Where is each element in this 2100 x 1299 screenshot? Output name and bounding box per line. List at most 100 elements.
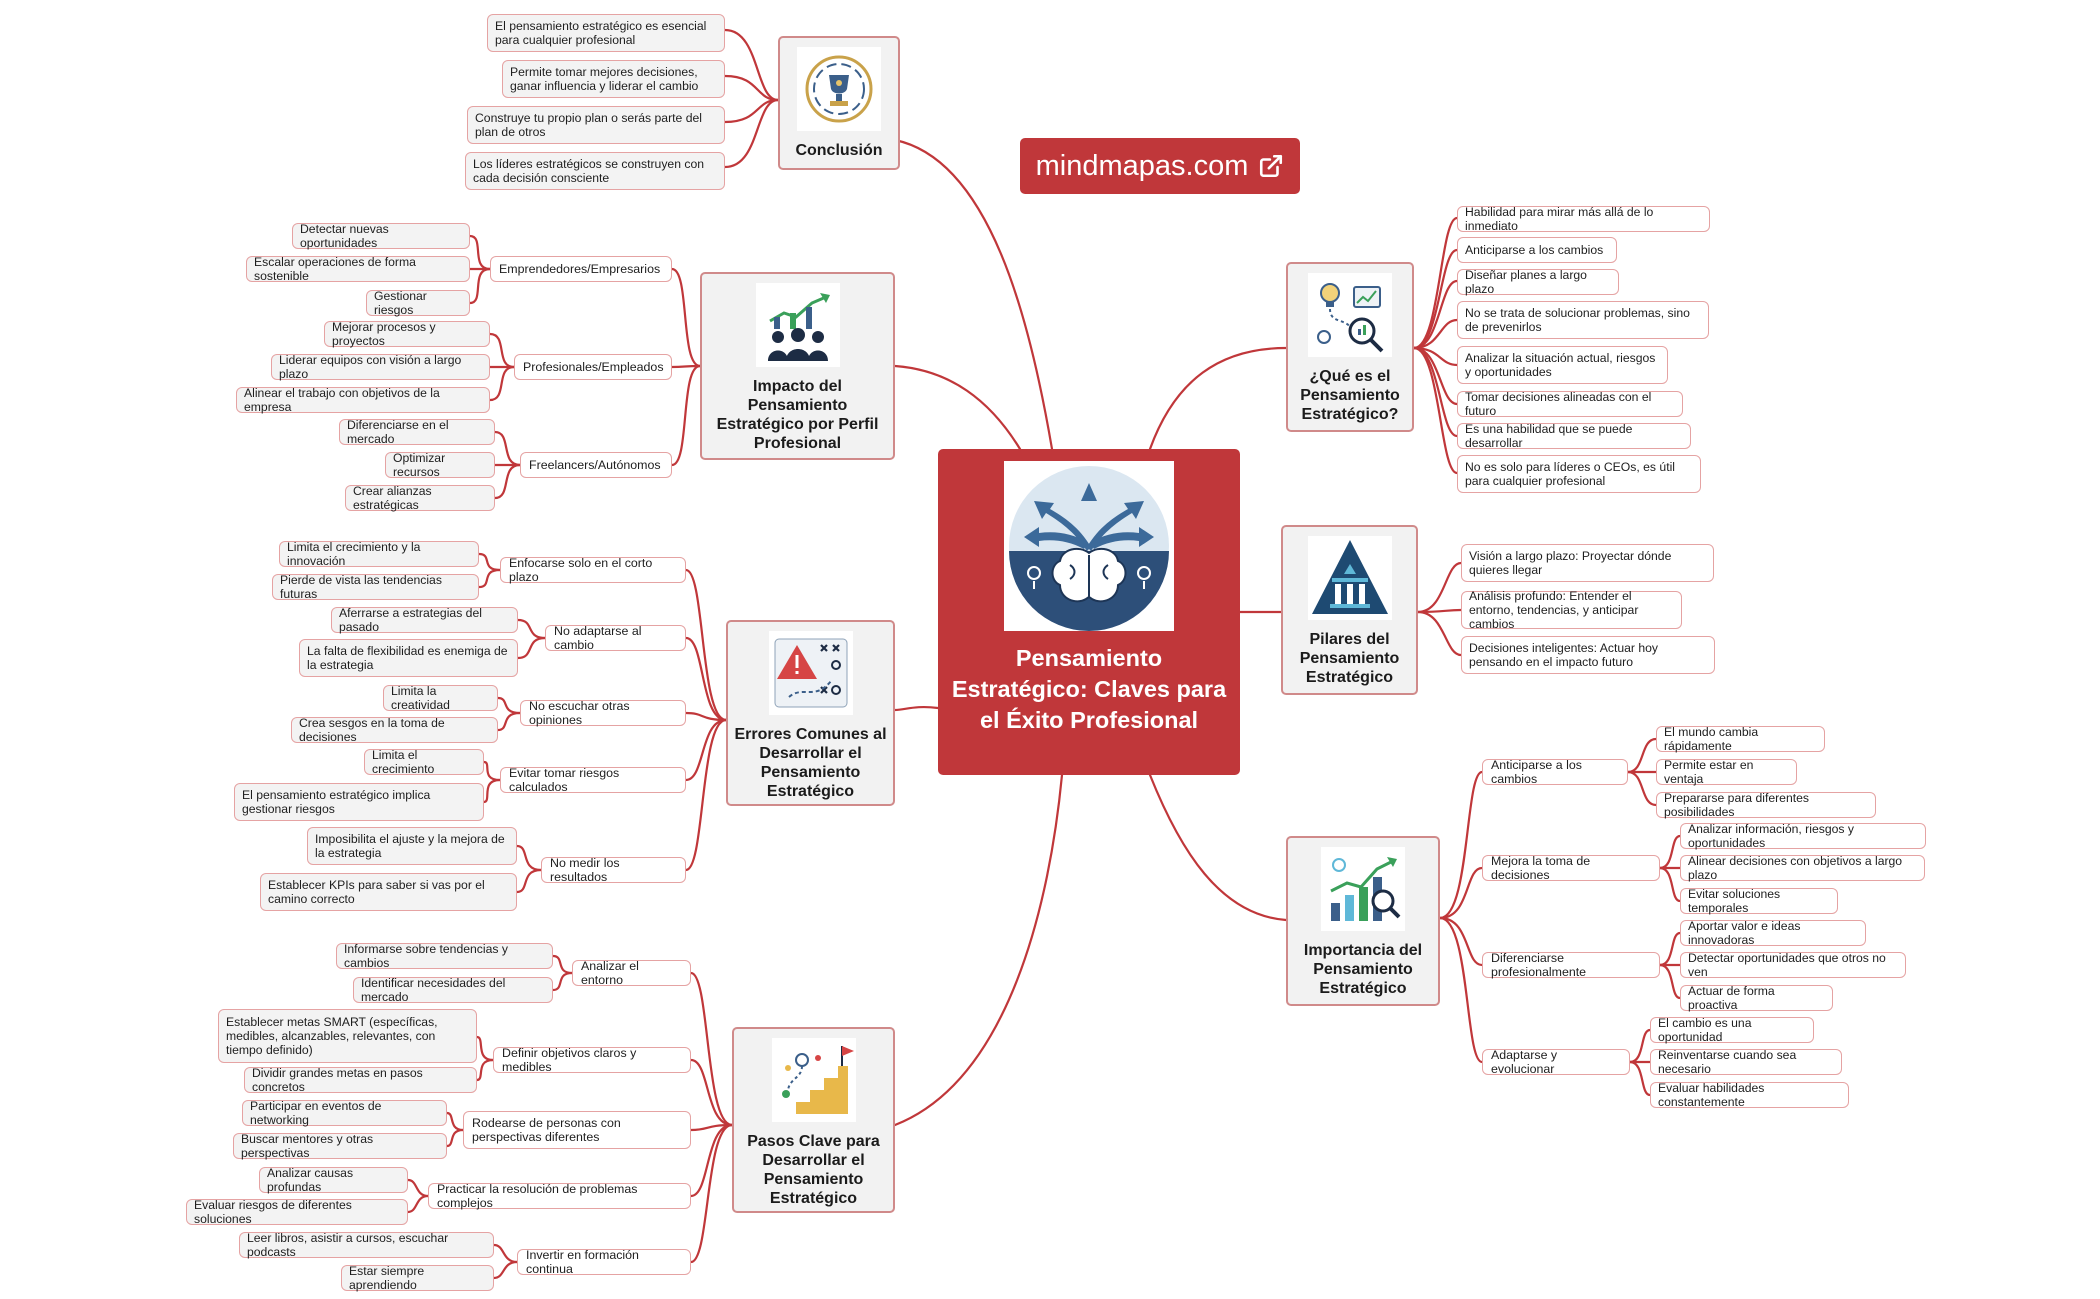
list-item[interactable]: Establecer metas SMART (específicas, med… [218,1009,477,1063]
list-item[interactable]: Informarse sobre tendencias y cambios [336,942,553,970]
node-title: Impacto del Pensamiento Estratégico por … [716,378,879,452]
node-importancia[interactable]: Importancia del Pensamiento Estratégico [1286,836,1440,1006]
list-item[interactable]: Evaluar riesgos de diferentes soluciones [186,1198,408,1226]
list-item[interactable]: Gestionar riesgos [366,289,470,317]
trophy-cycle-icon [797,47,881,131]
list-item[interactable]: Analizar la situación actual, riesgos y … [1457,346,1668,384]
warning-board-icon [768,631,853,715]
group-label[interactable]: No adaptarse al cambio [545,624,686,652]
list-item[interactable]: No se trata de solucionar problemas, sin… [1457,301,1709,339]
list-item[interactable]: El mundo cambia rápidamente [1656,725,1825,753]
group-label[interactable]: Practicar la resolución de problemas com… [428,1182,691,1210]
node-title: Errores Comunes al Desarrollar el Pensam… [734,726,887,800]
list-item[interactable]: Crea sesgos en la toma de decisiones [291,716,498,744]
group-label[interactable]: Rodearse de personas con perspectivas di… [463,1111,691,1149]
list-item[interactable]: Diseñar planes a largo plazo [1457,268,1619,296]
node-title: Importancia del Pensamiento Estratégico [1303,942,1423,997]
node-title: Pasos Clave para Desarrollar el Pensamie… [747,1133,880,1207]
list-item[interactable]: Participar en eventos de networking [242,1099,447,1127]
node-errores[interactable]: Errores Comunes al Desarrollar el Pensam… [726,620,895,806]
list-item[interactable]: Decisiones inteligentes: Actuar hoy pens… [1461,636,1715,674]
brain-paths-icon [1004,461,1174,631]
list-item[interactable]: Es una habilidad que se puede desarrolla… [1457,422,1691,450]
group-label[interactable]: Enfocarse solo en el corto plazo [500,556,686,584]
central-topic[interactable]: Pensamiento Estratégico: Claves para el … [938,449,1240,775]
node-conclusion[interactable]: Conclusión [778,36,900,170]
group-label[interactable]: Profesionales/Empleados [514,354,672,380]
list-item[interactable]: Establecer KPIs para saber si vas por el… [260,873,517,911]
group-label[interactable]: Invertir en formación continua [517,1248,691,1276]
list-item[interactable]: Mejorar procesos y proyectos [324,320,490,348]
list-item[interactable]: Escalar operaciones de forma sostenible [246,255,470,283]
node-title: Conclusión [795,142,883,159]
list-item[interactable]: Estar siempre aprendiendo [341,1264,494,1292]
list-item[interactable]: Crear alianzas estratégicas [345,484,495,512]
group-label[interactable]: No escuchar otras opiniones [520,699,686,727]
list-item[interactable]: Anticiparse a los cambios [1457,237,1617,263]
list-item[interactable]: Pierde de vista las tendencias futuras [272,573,479,601]
list-item[interactable]: Analizar información, riesgos y oportuni… [1680,822,1926,850]
list-item[interactable]: La falta de flexibilidad es enemiga de l… [299,639,518,677]
group-label[interactable]: No medir los resultados [541,856,686,884]
list-item[interactable]: Dividir grandes metas en pasos concretos [244,1066,477,1094]
pillars-pyramid-icon [1307,536,1392,620]
list-item[interactable]: Limita el crecimiento [364,748,484,776]
list-item[interactable]: Limita la creatividad [383,684,498,712]
list-item[interactable]: Prepararse para diferentes posibilidades [1656,791,1876,819]
list-item[interactable]: Detectar oportunidades que otros no ven [1680,951,1906,979]
list-item[interactable]: Aportar valor e ideas innovadoras [1680,919,1866,947]
group-label[interactable]: Anticiparse a los cambios [1482,758,1628,786]
idea-analysis-icon [1308,273,1392,357]
team-growth-icon [755,283,840,367]
list-item[interactable]: Leer libros, asistir a cursos, escuchar … [239,1231,494,1259]
stairs-goal-icon [771,1038,856,1122]
node-que-es[interactable]: ¿Qué es el Pensamiento Estratégico? [1286,262,1414,432]
list-item[interactable]: El pensamiento estratégico implica gesti… [234,783,484,821]
list-item[interactable]: Detectar nuevas oportunidades [292,222,470,250]
list-item[interactable]: No es solo para líderes o CEOs, es útil … [1457,455,1701,493]
node-impacto[interactable]: Impacto del Pensamiento Estratégico por … [700,272,895,460]
brand-link[interactable]: mindmapas.com [1020,138,1300,194]
external-link-icon [1260,154,1283,178]
list-item[interactable]: Diferenciarse en el mercado [339,418,495,446]
list-item[interactable]: Visión a largo plazo: Proyectar dónde qu… [1461,544,1714,582]
list-item[interactable]: Identificar necesidades del mercado [353,976,553,1004]
list-item[interactable]: Evaluar habilidades constantemente [1650,1081,1849,1109]
list-item[interactable]: Los líderes estratégicos se construyen c… [465,152,725,190]
group-label[interactable]: Definir objetivos claros y medibles [493,1046,691,1074]
list-item[interactable]: Tomar decisiones alineadas con el futuro [1457,390,1683,418]
group-label[interactable]: Evitar tomar riesgos calculados [500,766,686,794]
group-label[interactable]: Emprendedores/Empresarios [490,256,672,282]
list-item[interactable]: Evitar soluciones temporales [1680,887,1838,915]
list-item[interactable]: Reinventarse cuando sea necesario [1650,1048,1842,1076]
list-item[interactable]: Permite tomar mejores decisiones, ganar … [502,60,725,98]
group-label[interactable]: Diferenciarse profesionalmente [1482,951,1660,979]
node-pilares[interactable]: Pilares del Pensamiento Estratégico [1281,525,1418,695]
group-label[interactable]: Mejora la toma de decisiones [1482,854,1660,882]
list-item[interactable]: Limita el crecimiento y la innovación [279,540,479,568]
list-item[interactable]: Buscar mentores y otras perspectivas [233,1132,447,1160]
list-item[interactable]: Alinear decisiones con objetivos a largo… [1680,854,1925,882]
list-item[interactable]: Análisis profundo: Entender el entorno, … [1461,589,1682,631]
list-item[interactable]: Analizar causas profundas [259,1166,408,1194]
list-item[interactable]: El cambio es una oportunidad [1650,1016,1814,1044]
list-item[interactable]: Permite estar en ventaja [1656,758,1797,786]
brand-label: mindmapas.com [1035,149,1249,182]
group-label[interactable]: Freelancers/Autónomos [520,452,672,478]
list-item[interactable]: Optimizar recursos [385,451,495,479]
node-title: Pilares del Pensamiento Estratégico [1299,631,1400,686]
list-item[interactable]: Liderar equipos con visión a largo plazo [271,353,490,381]
group-label[interactable]: Adaptarse y evolucionar [1482,1048,1630,1076]
node-pasos[interactable]: Pasos Clave para Desarrollar el Pensamie… [732,1027,895,1213]
list-item[interactable]: Alinear el trabajo con objetivos de la e… [236,386,490,414]
list-item[interactable]: Imposibilita el ajuste y la mejora de la… [307,827,517,865]
list-item[interactable]: Construye tu propio plan o serás parte d… [467,106,725,144]
growth-chart-icon [1321,847,1405,931]
list-item[interactable]: Actuar de forma proactiva [1680,984,1833,1012]
list-item[interactable]: Aferrarse a estrategias del pasado [331,606,518,634]
group-label[interactable]: Analizar el entorno [572,959,691,987]
list-item[interactable]: Habilidad para mirar más allá de lo inme… [1457,205,1710,233]
central-title: Pensamiento Estratégico: Claves para el … [951,645,1227,733]
list-item[interactable]: El pensamiento estratégico es esencial p… [487,14,725,52]
